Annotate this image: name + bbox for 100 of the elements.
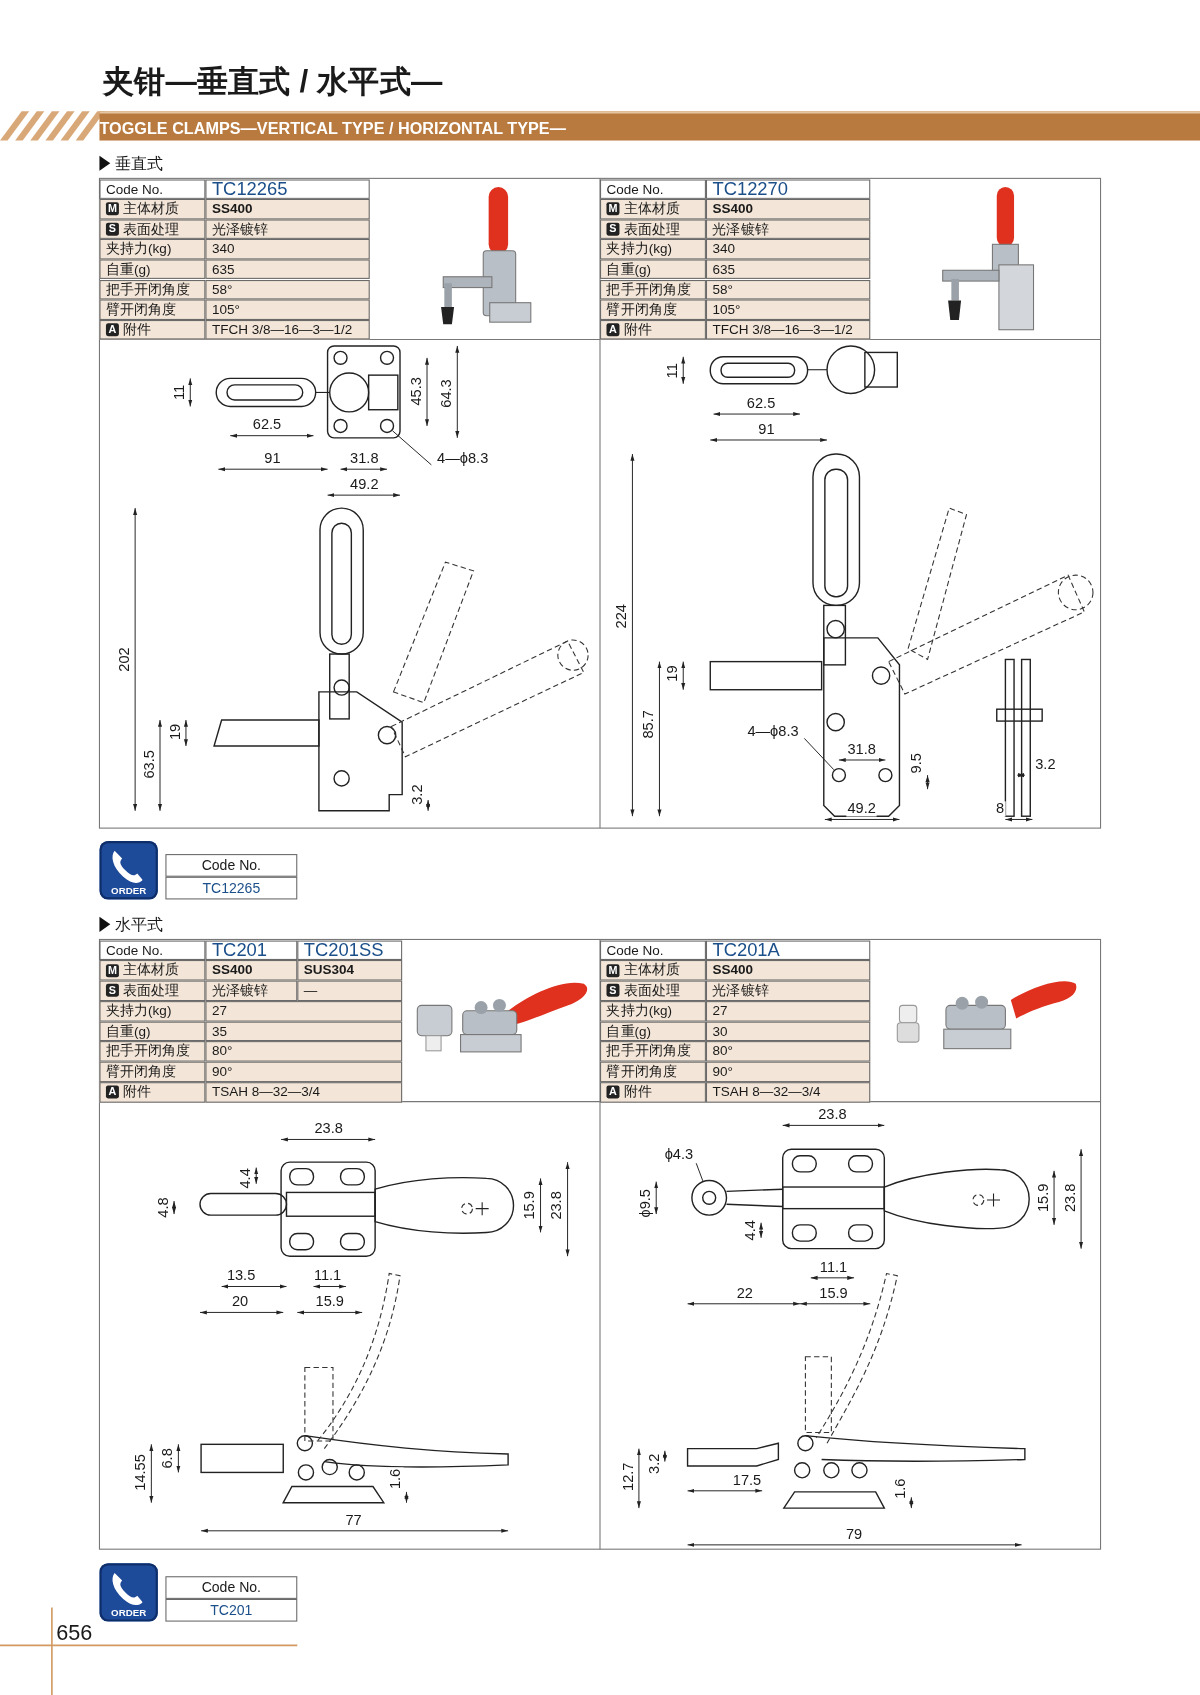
dimension-label: 85.7 — [641, 709, 656, 740]
leader-line — [695, 1162, 704, 1182]
table-cell: 夹持力(kg) — [600, 1000, 706, 1022]
table-cell: 夹持力(kg) — [99, 239, 206, 260]
cell-text: 表面处理 — [123, 222, 180, 236]
letter-badge: M — [606, 963, 620, 977]
dimension-label: 11 — [172, 383, 187, 402]
dimension-label: 4—ϕ8.3 — [436, 451, 490, 466]
leader-line — [803, 737, 835, 771]
table-cell: SS400 — [705, 960, 871, 981]
cell-text: 表面处理 — [623, 222, 680, 236]
dimension-label: 6.8 — [160, 1447, 175, 1470]
table-cell: 自重(g) — [99, 259, 206, 280]
letter-badge: A — [105, 1085, 119, 1099]
table-cell: 自重(g) — [600, 1021, 706, 1042]
title-band: TOGGLE CLAMPS—VERTICAL TYPE / HORIZONTAL TYPE— — [99, 111, 1200, 141]
table-cell: 80° — [705, 1041, 871, 1062]
table-cell: 58° — [205, 279, 370, 300]
dimension-label: 15.9 — [1035, 1182, 1051, 1214]
mounting-hole — [831, 767, 847, 783]
dimension-label: 20 — [230, 1294, 250, 1309]
table-cell: 臂开闭角度 — [600, 299, 706, 320]
table-cell: 340 — [205, 239, 370, 260]
dimension-label: 11.1 — [818, 1259, 849, 1275]
table-cell: SUS304 — [297, 960, 403, 981]
dimension-label: 13.5 — [225, 1268, 257, 1283]
dimension-label: 45.3 — [408, 376, 424, 407]
section-heading: 水平式 — [114, 915, 164, 933]
dimension-label: 4.4 — [742, 1219, 758, 1242]
letter-badge: A — [105, 323, 119, 337]
table-cell: 光泽镀锌 — [205, 980, 298, 1001]
table-cell: 340 — [705, 239, 871, 260]
table-cell: 臂开闭角度 — [99, 299, 206, 320]
cell-text: 附件 — [123, 1085, 152, 1099]
table-cell: 30 — [705, 1021, 871, 1042]
dimension-label: 4.4 — [238, 1167, 253, 1190]
table-cell: SS400 — [205, 960, 298, 981]
leader-line — [392, 430, 432, 466]
table-cell: 58° — [705, 279, 871, 300]
table-cell: TFCH 3/8—16—3—1/2 — [205, 319, 370, 340]
dimension-label: 91 — [263, 451, 282, 466]
letter-badge: S — [105, 984, 119, 998]
dimension-label: 1.6 — [388, 1467, 403, 1491]
cell-text: 主体材质 — [123, 963, 180, 978]
dimension-label: 23.8 — [313, 1121, 344, 1136]
table-cell: TSAH 8—32—3/4 — [205, 1081, 403, 1103]
table-cell: 夹持力(kg) — [600, 239, 706, 260]
letter-badge: A — [606, 323, 620, 337]
dimension-label: 77 — [344, 1512, 363, 1528]
letter-badge: S — [105, 222, 119, 236]
cell-text: 主体材质 — [623, 963, 680, 978]
dimension-label: 23.8 — [1062, 1182, 1078, 1214]
cell-text: 附件 — [623, 322, 652, 337]
table-cell: TSAH 8—32—3/4 — [705, 1081, 871, 1103]
dimension-label: ϕ9.5 — [638, 1187, 653, 1219]
letter-badge: M — [606, 202, 620, 216]
dimension-label: 49.2 — [349, 477, 380, 492]
table-cell: 自重(g) — [99, 1021, 206, 1042]
cell-text: 附件 — [623, 1085, 652, 1099]
table-cell: 90° — [705, 1061, 871, 1082]
letter-badge: M — [105, 963, 119, 977]
table-cell: 90° — [205, 1061, 403, 1082]
dimension-label: 14.55 — [133, 1453, 148, 1492]
dimension-label: 19 — [665, 664, 680, 683]
dimension-label: 3.2 — [1034, 757, 1057, 772]
table-cell: SS400 — [205, 199, 370, 220]
table-cell: SS400 — [705, 199, 871, 220]
letter-badge: A — [606, 1085, 620, 1099]
cell-text: 主体材质 — [123, 202, 180, 216]
dimension-label: 3.2 — [410, 783, 425, 806]
page-title: 夹钳—垂直式 / 水平式— — [102, 62, 443, 101]
dimension-label: 11 — [665, 362, 680, 380]
table-cell: 把手开闭角度 — [99, 279, 206, 300]
dimension-label: 62.5 — [745, 395, 777, 411]
table-cell: 105° — [205, 299, 370, 320]
dimension-label: 1.6 — [893, 1477, 908, 1500]
dimension-label: 4.8 — [155, 1196, 171, 1219]
dimension-label: 12.7 — [620, 1461, 636, 1493]
dimension-label: 63.5 — [141, 749, 157, 780]
page-number: 656 — [56, 1621, 93, 1644]
table-cell: 光泽镀锌 — [705, 980, 871, 1001]
dimension-label: 22 — [735, 1285, 755, 1301]
table-cell: 臂开闭角度 — [600, 1061, 706, 1082]
table-cell: — — [297, 980, 403, 1001]
table-cell: 把手开闭角度 — [600, 279, 706, 300]
dimension-label: 15.9 — [314, 1294, 345, 1309]
dimension-label: 8 — [994, 801, 1006, 816]
table-cell: 80° — [205, 1041, 403, 1062]
dimension-label: 19 — [167, 722, 183, 742]
mounting-hole — [379, 418, 395, 434]
letter-badge: M — [105, 202, 119, 216]
dimension-label: 202 — [117, 646, 132, 673]
dimension-label: 15.9 — [818, 1285, 849, 1301]
table-cell: 光泽镀锌 — [705, 219, 871, 240]
table-cell: 臂开闭角度 — [99, 1061, 206, 1082]
table-cell: 635 — [705, 259, 871, 280]
dimension-label: 23.8 — [817, 1107, 848, 1122]
table-cell: 35 — [205, 1021, 403, 1042]
cell-text: 附件 — [123, 322, 152, 337]
table-cell: 光泽镀锌 — [205, 219, 370, 240]
